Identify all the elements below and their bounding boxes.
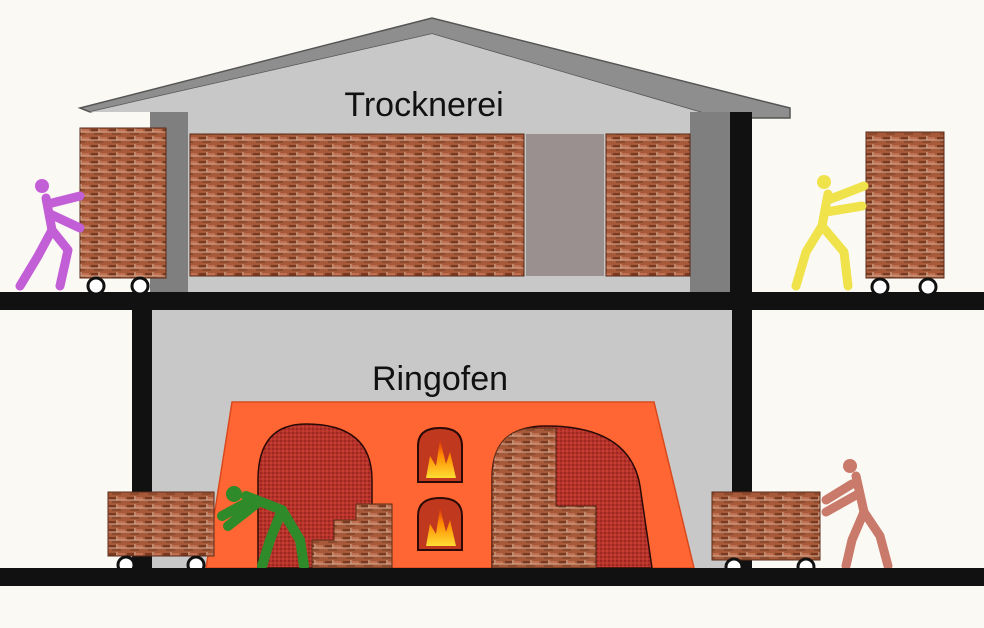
- upper-floor-label: Trocknerei: [344, 86, 503, 124]
- roof-underside: [90, 34, 720, 132]
- upper-right-post: [690, 112, 730, 294]
- brick-stack: [107, 491, 215, 557]
- brick-stack: [605, 133, 691, 277]
- doorway: [526, 134, 604, 276]
- fire-window-icon: [417, 496, 463, 551]
- cart-wheel-icon: [86, 276, 106, 296]
- upper-right-wall: [730, 112, 752, 294]
- brick-stack: [711, 491, 821, 561]
- brick-stack: [79, 127, 167, 279]
- upper-floor-slab: [0, 292, 984, 310]
- brick-stack: [491, 427, 597, 569]
- worker-figure-purple: [15, 179, 85, 291]
- worker-figure-green: [217, 486, 309, 571]
- cart-wheel-icon: [918, 277, 938, 297]
- brick-stack: [189, 133, 525, 277]
- worker-figure-yellow: [791, 175, 869, 291]
- ground-slab: [0, 568, 984, 586]
- worker-figure-salmon: [821, 459, 893, 571]
- cart-wheel-icon: [870, 277, 890, 297]
- cart-wheel-icon: [130, 276, 150, 296]
- brick-stack: [865, 131, 945, 279]
- brick-stack: [311, 503, 393, 569]
- fire-window-icon: [417, 426, 463, 483]
- lower-floor-label: Ringofen: [372, 360, 508, 398]
